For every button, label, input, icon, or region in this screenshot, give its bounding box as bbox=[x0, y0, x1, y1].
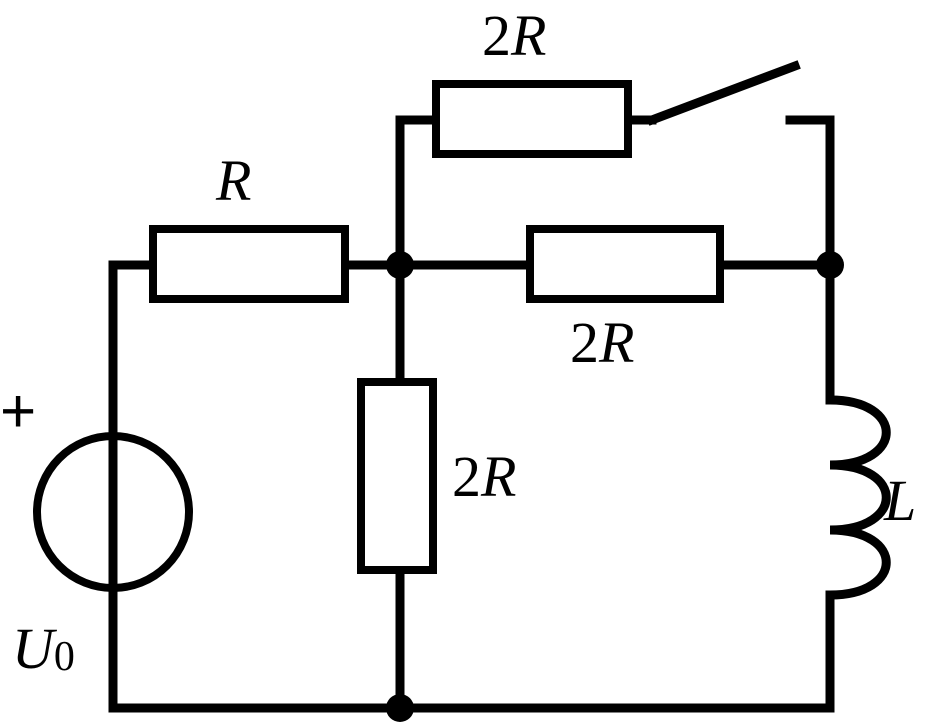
resistor-2r-switch-branch bbox=[432, 80, 632, 158]
switch-branch-coef: 2 bbox=[482, 3, 511, 68]
bridge-coef: 2 bbox=[570, 310, 599, 375]
wire-switch-contact-down bbox=[785, 115, 835, 270]
switch-branch-resistor-label: 2R bbox=[482, 3, 546, 68]
resistor-2r-vertical bbox=[357, 378, 437, 574]
vertical-symbol: R bbox=[480, 444, 516, 509]
source-subscript: 0 bbox=[54, 634, 75, 680]
bridge-symbol: R bbox=[598, 310, 634, 375]
junction-node-right bbox=[816, 251, 844, 279]
resistor-r-series bbox=[149, 225, 349, 303]
switch-blade bbox=[646, 60, 801, 126]
bridge-resistor-label: 2R bbox=[570, 310, 634, 375]
switch-branch-symbol: R bbox=[510, 3, 546, 68]
source-label: U0 bbox=[12, 616, 75, 681]
source-symbol: U bbox=[12, 616, 58, 681]
vertical-coef: 2 bbox=[452, 444, 481, 509]
inductor-l bbox=[825, 395, 891, 600]
source-plus-label: + bbox=[0, 377, 36, 446]
vertical-resistor-label: 2R bbox=[452, 444, 516, 509]
junction-node-left bbox=[386, 251, 414, 279]
resistor-2r-bridge bbox=[526, 225, 724, 303]
wire-left-bottom bbox=[108, 585, 835, 713]
wire-bridge-to-right-node bbox=[715, 260, 835, 405]
wire-left-top bbox=[108, 260, 158, 440]
junction-node-bottom bbox=[386, 694, 414, 722]
wire-node-up-to-switch-branch bbox=[395, 115, 441, 270]
series-resistor-label: R bbox=[215, 148, 251, 213]
inductor-label: L bbox=[883, 468, 916, 533]
